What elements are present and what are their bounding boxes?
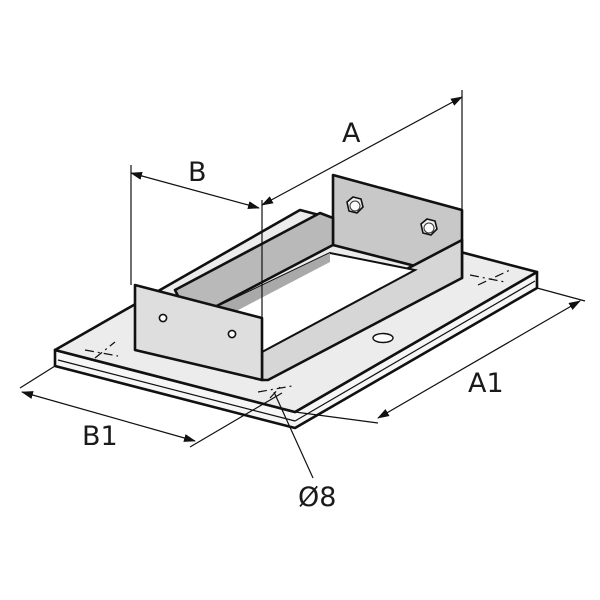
dimension-A: A: [261, 90, 463, 210]
front-flange: [133, 283, 264, 382]
plate-hole-icon: [372, 332, 394, 344]
hole-center-marks: [84, 269, 511, 399]
svg-text:A1: A1: [468, 368, 504, 399]
svg-text:A: A: [342, 118, 361, 149]
svg-text:B1: B1: [82, 421, 118, 452]
hole-callout: Ø8: [273, 391, 336, 513]
flange-hole-icon: [227, 329, 237, 339]
svg-text:B: B: [188, 157, 207, 188]
dimension-A1: A1: [294, 287, 586, 424]
dimension-B1: B1: [19, 365, 283, 452]
flange-hole-icon: [158, 313, 168, 323]
svg-text:Ø8: Ø8: [298, 482, 336, 513]
dimension-B: B: [130, 157, 263, 345]
bolt-icon: [420, 218, 438, 236]
